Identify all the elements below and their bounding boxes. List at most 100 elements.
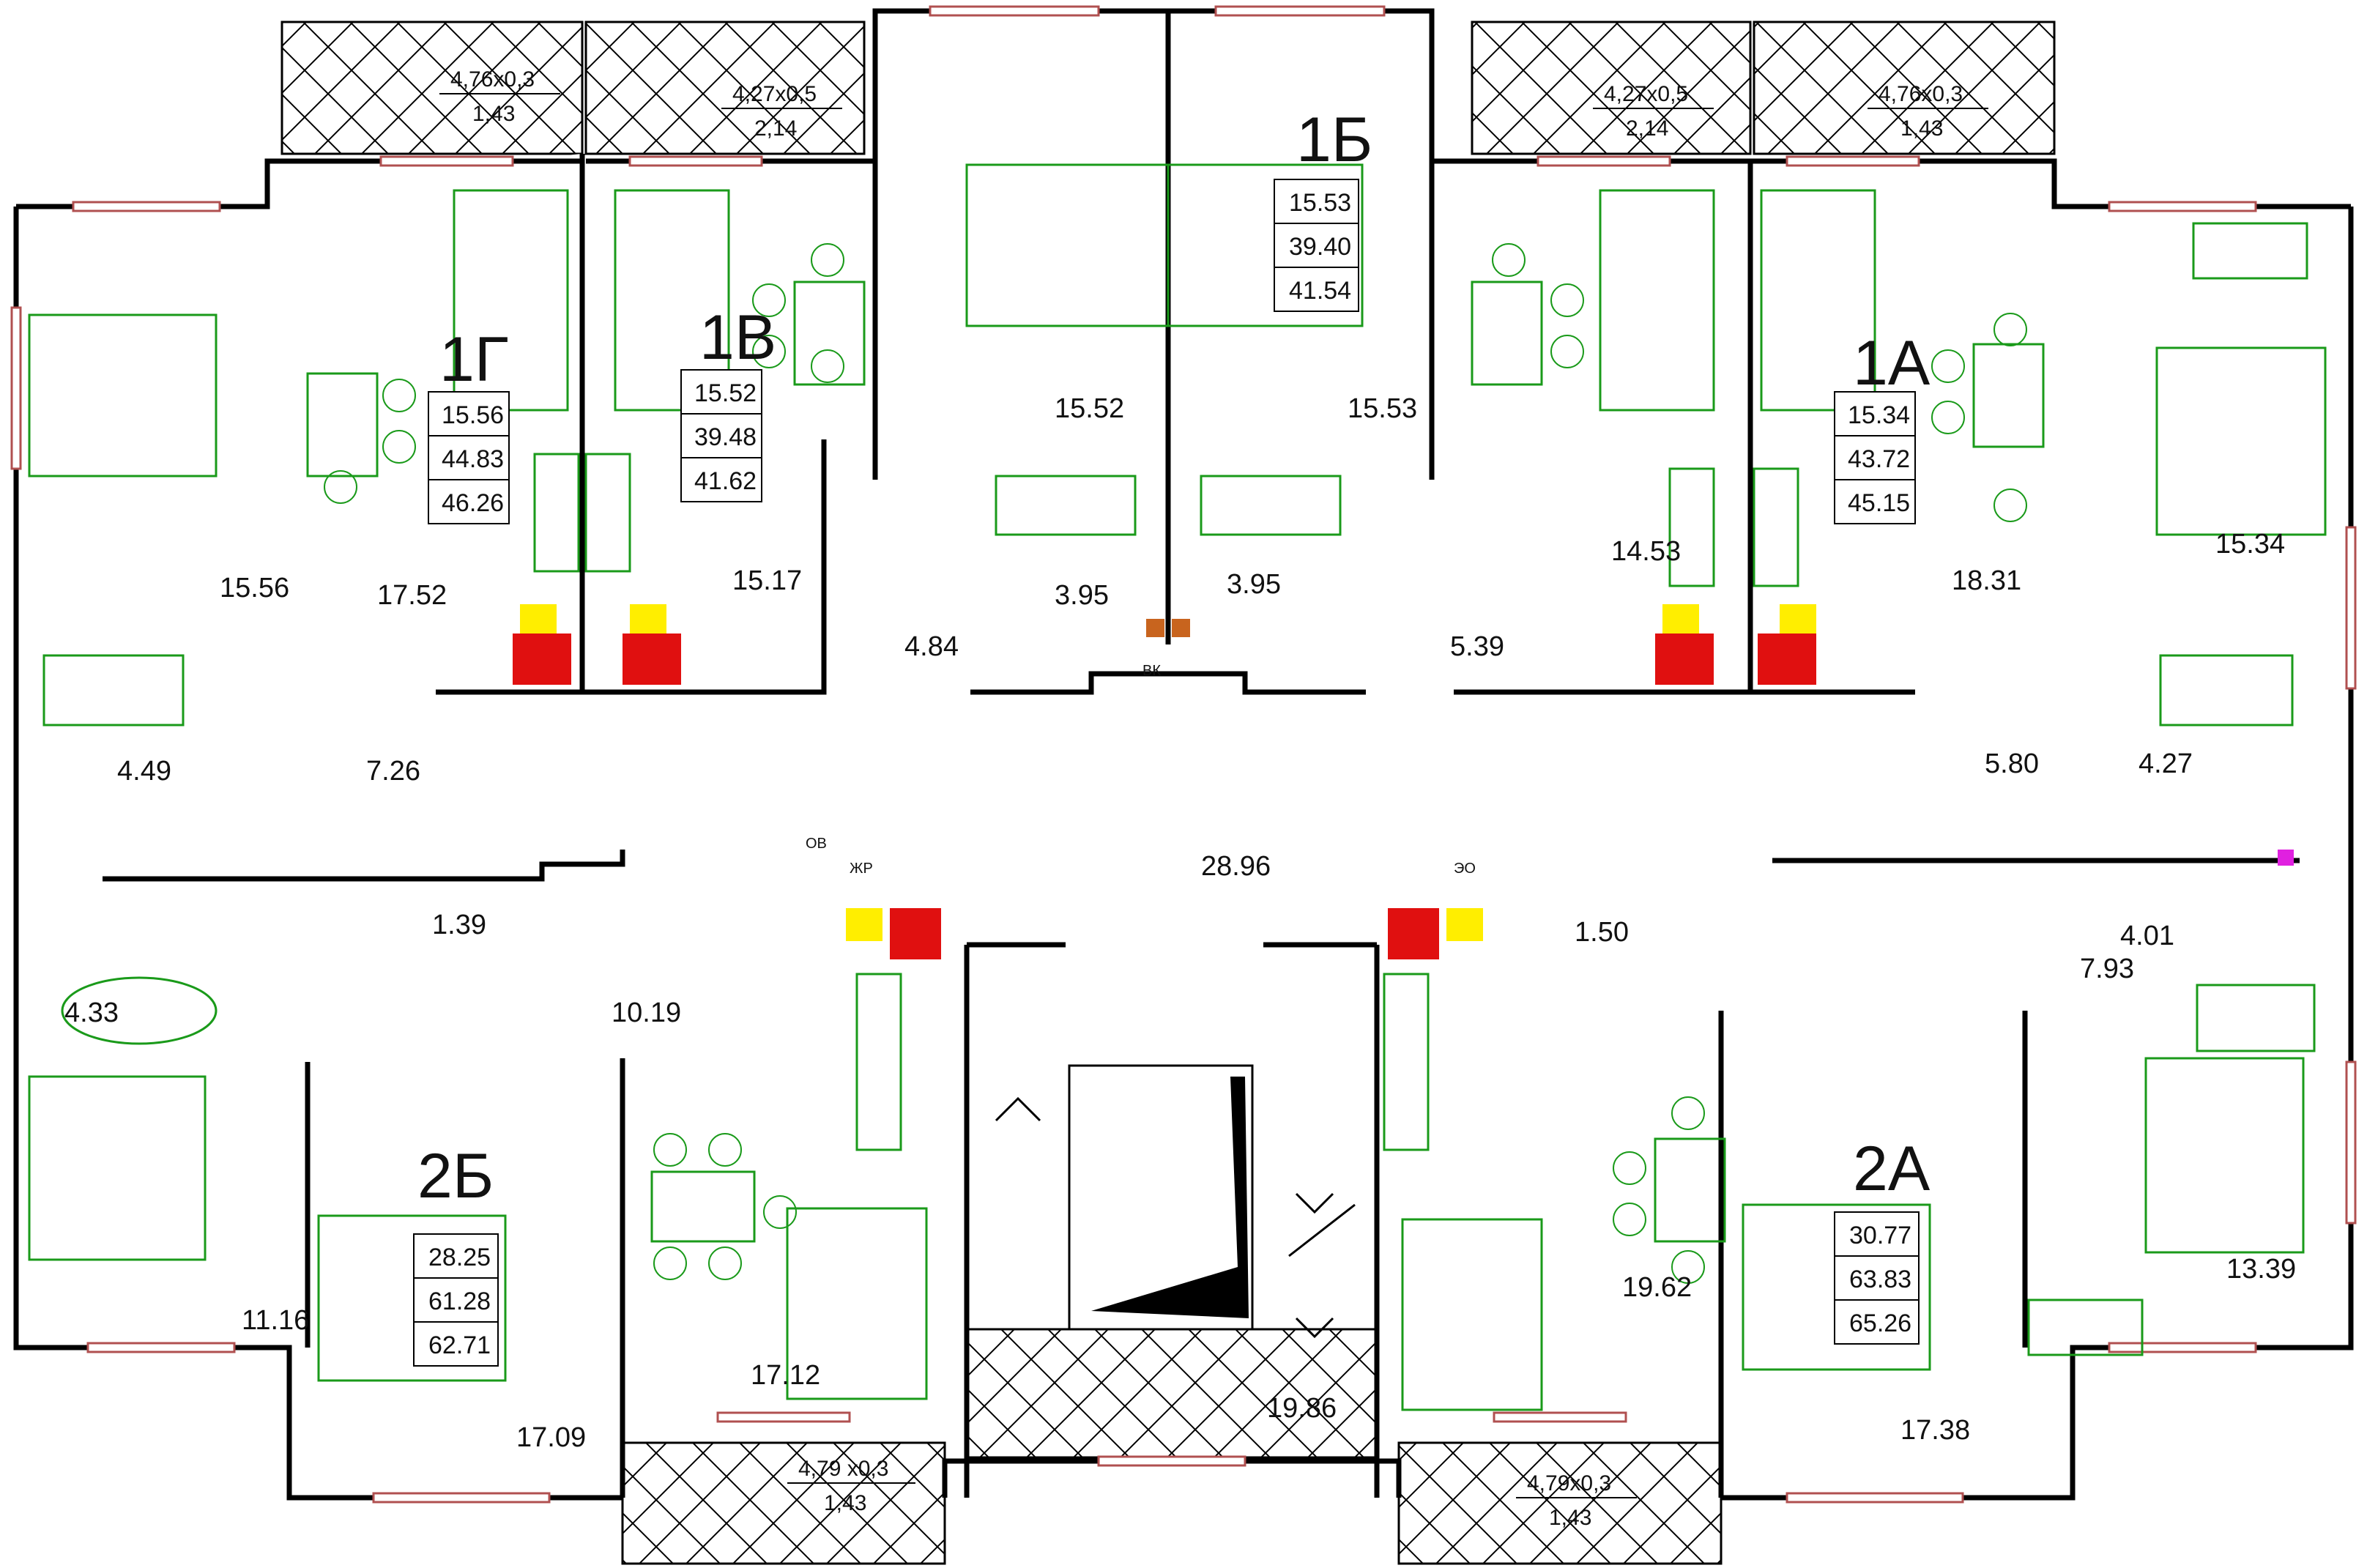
bath-1g	[42, 654, 185, 727]
balcony-label-4: 4,76x0,3 1,43	[1868, 82, 1988, 141]
svg-text:1.50: 1.50	[1575, 917, 1629, 948]
svg-text:19.86: 19.86	[1267, 1393, 1337, 1424]
table-1g	[306, 372, 379, 478]
svg-text:2,14: 2,14	[754, 116, 797, 141]
svg-text:4,27x0,5: 4,27x0,5	[732, 82, 817, 106]
balcony-1v	[584, 21, 866, 155]
apt-label-1b: 1Б	[1296, 105, 1372, 175]
svg-text:17.12: 17.12	[751, 1360, 820, 1391]
elevator-wedge	[1091, 1077, 1249, 1318]
svg-text:15.34: 15.34	[2215, 529, 2285, 560]
balcony-1a-right	[1753, 21, 2056, 155]
bath-1b-r	[1200, 475, 1342, 536]
stair-core	[995, 1064, 1356, 1339]
svg-text:13.39: 13.39	[2226, 1254, 2296, 1285]
svg-text:41.62: 41.62	[694, 467, 757, 495]
sofa-1g	[453, 189, 569, 412]
bed-2a	[1742, 1203, 1931, 1371]
area-box-1v: 15.52 39.48 41.62	[680, 369, 762, 502]
stair-break	[1288, 1192, 1356, 1257]
balcony-label-5: 4,79 x0,3 1,43	[787, 1457, 915, 1515]
svg-text:15.52: 15.52	[694, 379, 757, 407]
svg-text:17.38: 17.38	[1900, 1415, 1970, 1446]
svg-text:4,79 x0,3: 4,79 x0,3	[798, 1457, 888, 1481]
svg-text:11.16: 11.16	[242, 1305, 309, 1336]
kitchen-1a-l	[1668, 467, 1715, 587]
balcony-label-2: 4,27x0,5 2,14	[721, 82, 842, 141]
svg-text:3.95: 3.95	[1227, 569, 1281, 600]
svg-text:17.52: 17.52	[377, 580, 447, 611]
table-2a	[1654, 1137, 1726, 1243]
wall-corridor-mid-left	[103, 850, 625, 882]
svg-text:4,27x0,5: 4,27x0,5	[1604, 82, 1688, 106]
bath-1a	[2159, 654, 2294, 727]
balcony-label-6: 4,79x0,3 1,43	[1516, 1471, 1637, 1530]
svg-text:5.39: 5.39	[1450, 631, 1504, 662]
svg-text:14.53: 14.53	[1611, 536, 1681, 567]
kitchen-1g	[533, 453, 580, 573]
svg-text:2,14: 2,14	[1626, 116, 1668, 141]
kitchen-1v	[584, 453, 631, 573]
svg-text:19.62: 19.62	[1622, 1272, 1692, 1303]
elevator-shaft	[1068, 1064, 1254, 1331]
svg-text:1,43: 1,43	[472, 102, 515, 126]
balcony-label-1: 4,76x0,3 1,43	[439, 67, 560, 126]
svg-text:ЖР: ЖР	[850, 861, 873, 877]
balcony-labels: 4,76x0,3 1,43 4,27x0,5 2,14 4,27x0,5 2,1…	[439, 67, 1988, 1530]
apt-label-1v: 1В	[699, 302, 776, 373]
stair-up-arrow	[995, 1096, 1041, 1122]
svg-text:61.28: 61.28	[428, 1288, 491, 1315]
svg-text:43.72: 43.72	[1848, 445, 1910, 473]
bath-2b	[61, 976, 218, 1045]
svg-text:4,79x0,3: 4,79x0,3	[1527, 1471, 1611, 1495]
svg-text:7.26: 7.26	[366, 756, 420, 787]
svg-text:4.33: 4.33	[64, 997, 119, 1028]
sofa-1a-r	[1760, 189, 1876, 412]
svg-text:28.96: 28.96	[1201, 851, 1271, 882]
svg-text:28.25: 28.25	[428, 1244, 491, 1271]
stair-down-arrow	[1295, 1317, 1334, 1339]
balcony-2b	[621, 1441, 946, 1565]
bed-2b	[317, 1214, 507, 1382]
table-2b	[650, 1170, 756, 1243]
bath-1b-l	[995, 475, 1137, 536]
svg-text:10.19: 10.19	[612, 997, 681, 1028]
apt-label-2b: 2Б	[417, 1141, 494, 1211]
ducts	[513, 604, 2294, 959]
area-box-2b: 28.25 61.28 62.71	[413, 1233, 499, 1367]
desk-2a	[2027, 1298, 2144, 1356]
apt-label-2a: 2А	[1853, 1134, 1931, 1204]
svg-text:ВК: ВК	[1142, 663, 1161, 679]
svg-text:4.27: 4.27	[2139, 748, 2193, 779]
svg-text:1,43: 1,43	[824, 1491, 866, 1515]
shaft-labels: ОВ ЖР ЭО ВК	[806, 663, 1476, 877]
table-1a-r	[1972, 343, 2045, 448]
svg-text:1,43: 1,43	[1549, 1506, 1591, 1530]
wall-right-outer	[1721, 207, 2354, 1501]
svg-text:4.49: 4.49	[117, 756, 171, 787]
svg-text:44.83: 44.83	[442, 445, 504, 473]
svg-text:4.01: 4.01	[2120, 921, 2174, 951]
bed-2a-child	[2144, 1057, 2305, 1254]
svg-text:41.54: 41.54	[1289, 277, 1351, 305]
sofa-2a	[1401, 1218, 1543, 1411]
area-box-1g: 15.56 44.83 46.26	[428, 391, 510, 524]
svg-text:15.53: 15.53	[1289, 189, 1351, 217]
windows	[10, 5, 2357, 1504]
svg-text:15.56: 15.56	[220, 573, 289, 603]
svg-text:1,43: 1,43	[1900, 116, 1943, 141]
svg-text:39.40: 39.40	[1289, 233, 1351, 261]
apt-label-1g: 1Г	[439, 324, 508, 395]
svg-text:5.80: 5.80	[1985, 748, 2039, 779]
bed-1b	[965, 163, 1364, 327]
area-box-2a: 30.77 63.83 65.26	[1834, 1211, 1920, 1345]
apartment-area-boxes: 15.56 44.83 46.26 15.52 39.48 41.62 15.5…	[413, 179, 1920, 1367]
balcony-1a-left	[1471, 21, 1752, 155]
balcony-2a	[1397, 1441, 1723, 1565]
svg-text:4,76x0,3: 4,76x0,3	[450, 67, 535, 92]
svg-text:15.17: 15.17	[732, 565, 802, 596]
svg-text:15.34: 15.34	[1848, 401, 1910, 429]
furniture	[28, 163, 2327, 1411]
walls	[13, 8, 2354, 1501]
